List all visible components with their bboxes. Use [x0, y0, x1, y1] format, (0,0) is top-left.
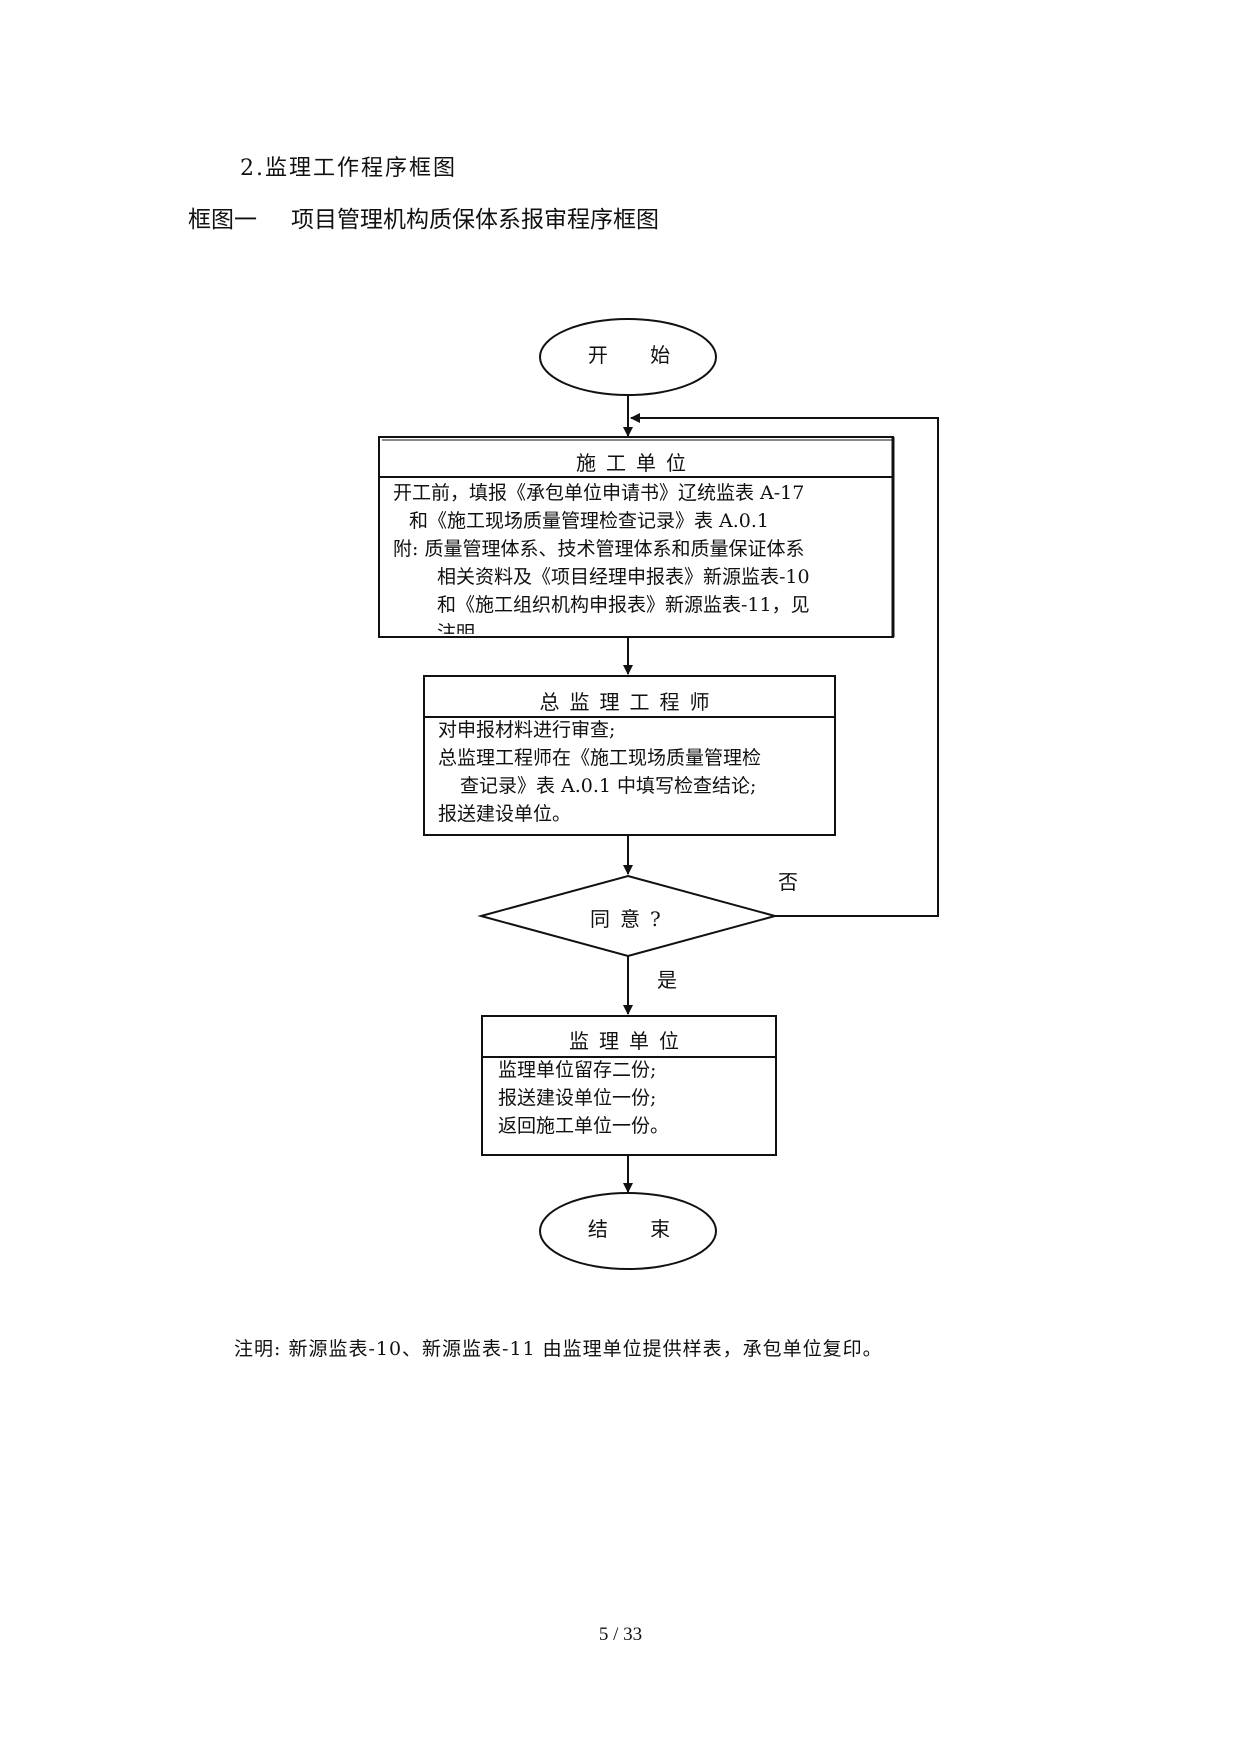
decision-no-label: 否: [778, 870, 798, 894]
start-label: 开 始: [587, 343, 689, 367]
contractor-content: 开工前，填报《承包单位申请书》辽统监表 A-17 和《施工现场质量管理检查记录》…: [393, 479, 887, 634]
chief-line-4: 报送建设单位。: [438, 803, 572, 825]
chief-line-3: 查记录》表 A.0.1 中填写检查结论;: [460, 775, 757, 797]
chief-engineer-content: 对申报材料进行审查; 总监理工程师在《施工现场质量管理检 查记录》表 A.0.1…: [438, 716, 828, 832]
contractor-line-2: 和《施工现场质量管理检查记录》表 A.0.1: [409, 510, 770, 532]
supervisor-content: 监理单位留存二份; 报送建设单位一份; 返回施工单位一份。: [498, 1056, 768, 1152]
footnote: 注明: 新源监表-10、新源监表-11 由监理单位提供样表，承包单位复印。: [234, 1338, 883, 1360]
supervisor-line-2: 报送建设单位一份;: [498, 1087, 657, 1109]
chief-line-2: 总监理工程师在《施工现场质量管理检: [438, 747, 762, 769]
contractor-line-3: 附: 质量管理体系、技术管理体系和质量保证体系: [393, 538, 805, 560]
no-loop-line: [630, 413, 939, 917]
figure-label: 框图一: [188, 207, 257, 233]
chief-engineer-title: 总监理工程师: [539, 690, 720, 714]
supervisor-line-1: 监理单位留存二份;: [498, 1059, 657, 1081]
figure-title-text: 项目管理机构质保体系报审程序框图: [291, 207, 659, 233]
supervisor-title: 监理单位: [569, 1029, 689, 1053]
page-number: 5 / 33: [598, 1624, 643, 1645]
end-oval: [539, 1192, 717, 1270]
decision-question: 同意?: [590, 907, 671, 931]
figure-title: 框图一 项目管理机构质保体系报审程序框图: [188, 200, 659, 234]
chief-engineer-box: [423, 675, 836, 836]
end-label: 结 束: [587, 1217, 689, 1241]
chief-line-1: 对申报材料进行审查;: [438, 719, 616, 741]
contractor-line-6: 注明: [437, 622, 476, 634]
decision-yes-label: 是: [657, 968, 677, 992]
contractor-line-5: 和《施工组织机构申报表》新源监表-11，见: [437, 594, 810, 616]
contractor-line-1: 开工前，填报《承包单位申请书》辽统监表 A-17: [393, 482, 805, 504]
section-heading: 2.监理工作程序框图: [240, 156, 457, 181]
contractor-title: 施工单位: [576, 451, 696, 475]
contractor-line-4: 相关资料及《项目经理申报表》新源监表-10: [437, 566, 810, 588]
supervisor-line-3: 返回施工单位一份。: [498, 1115, 670, 1137]
